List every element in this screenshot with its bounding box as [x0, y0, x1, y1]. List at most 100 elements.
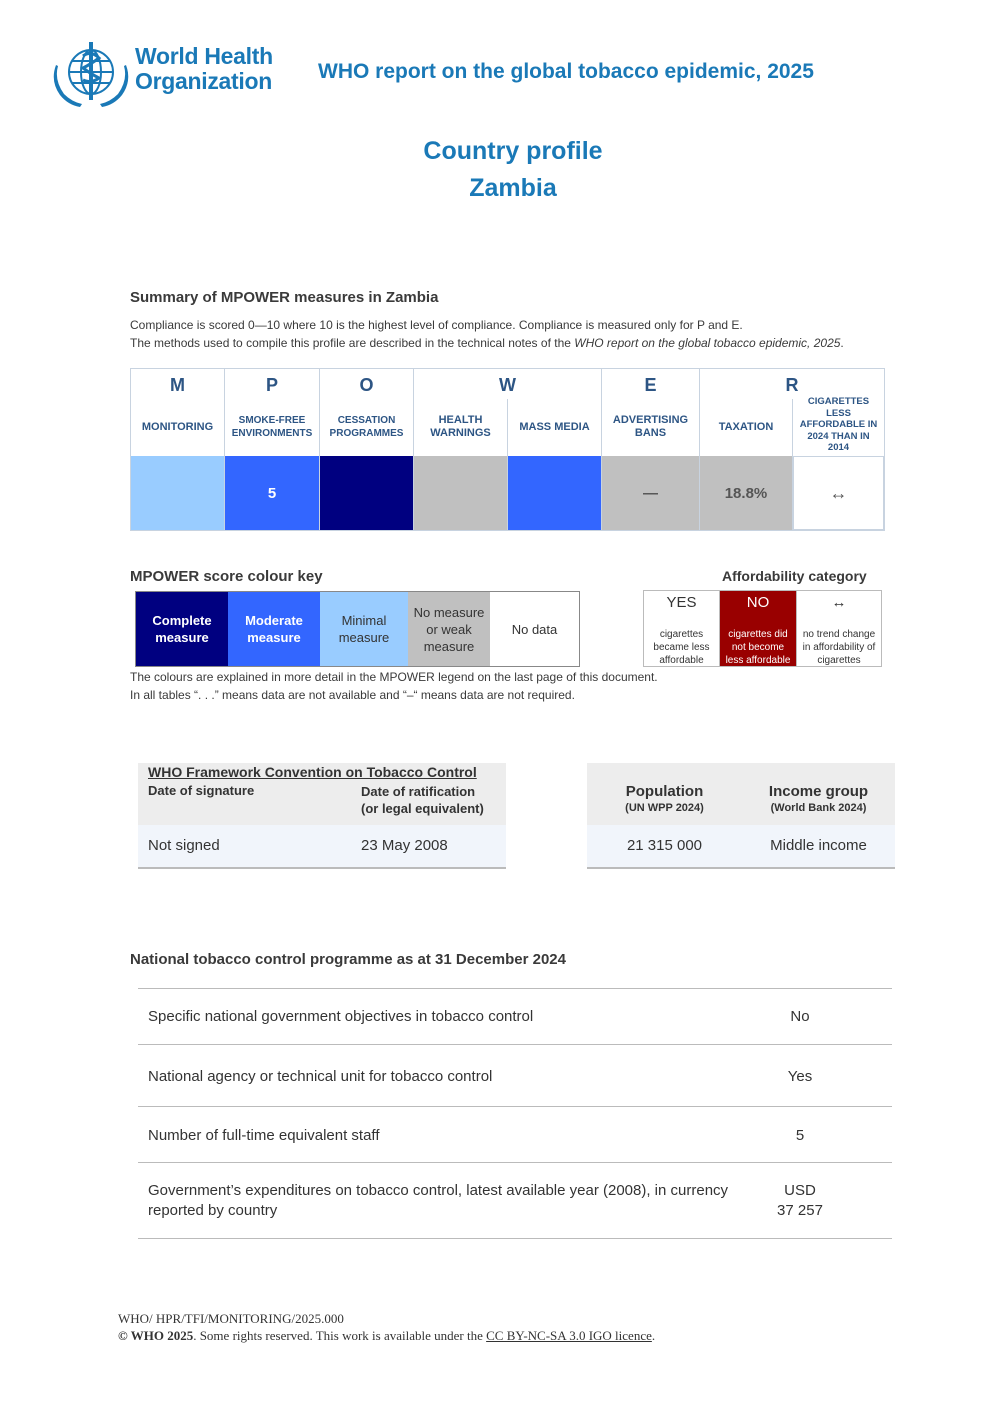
row-value: USD 37 257 — [738, 1181, 862, 1221]
mpower-col-w2: MASS MEDIA — [508, 369, 601, 530]
methods-note-text: The methods used to compile this profile… — [130, 336, 575, 350]
mpower-letter-r: R — [785, 375, 799, 395]
mpower-cell — [508, 456, 601, 530]
fctc-col-ratification-line2: (or legal equivalent) — [361, 801, 484, 816]
divider — [413, 369, 414, 530]
divider — [507, 399, 508, 530]
mpower-col-r2: CIGARETTES LESS AFFORDABLE IN 2024 THAN … — [793, 369, 884, 530]
row-value: Yes — [787, 1068, 813, 1085]
mpower-header: HEALTH WARNINGS — [430, 414, 491, 439]
national-programme-title: National tobacco control programme as at… — [130, 951, 566, 968]
mpower-header: MASS MEDIA — [519, 420, 590, 433]
key-complete: Complete measure — [136, 592, 228, 666]
population-value: 21 315 000 — [626, 837, 703, 854]
who-emblem-icon — [53, 42, 129, 107]
mpower-letter-m: M — [170, 375, 185, 395]
colour-key-title: MPOWER score colour key — [130, 568, 323, 585]
mpower-header: SMOKE-FREE ENVIRONMENTS — [231, 415, 313, 439]
mpower-cell: ↔ — [793, 456, 884, 530]
row-label-line1: Government’s expenditures on tobacco con… — [148, 1182, 729, 1199]
key-moderate: Moderate measure — [228, 592, 320, 666]
fctc-ratification-value: 23 May 2008 — [361, 837, 448, 854]
population-table: Population (UN WPP 2024) Income group (W… — [587, 763, 895, 869]
mpower-cell — [414, 456, 507, 530]
mpower-header: CIGARETTES LESS AFFORDABLE IN 2024 THAN … — [799, 396, 878, 454]
row-label: Government’s expenditures on tobacco con… — [148, 1181, 728, 1221]
aff-no-desc: cigarettes did not become less affordabl… — [725, 629, 791, 666]
methods-note-report: WHO report on the global tobacco epidemi… — [574, 336, 841, 350]
methods-note: The methods used to compile this profile… — [130, 334, 844, 352]
fctc-col-ratification-line1: Date of ratification — [361, 784, 476, 799]
report-title: WHO report on the global tobacco epidemi… — [318, 60, 814, 83]
summary-title: Summary of MPOWER measures in Zambia — [130, 289, 439, 306]
population-col: Population — [625, 783, 704, 800]
key-no-data: No data — [490, 592, 579, 666]
row-label-line2: reported by country — [148, 1202, 278, 1219]
aff-no-head: NO — [746, 594, 770, 611]
mpower-cell: 18.8% — [700, 456, 792, 530]
fctc-signature-value: Not signed — [148, 837, 220, 854]
aff-no-change: ↔ no trend change in affordability of ci… — [797, 591, 881, 666]
who-name-line1: World Health — [135, 43, 273, 69]
affordability-key: YES cigarettes became less affordable NO… — [643, 590, 882, 667]
aff-yes: YES cigarettes became less affordable — [644, 591, 720, 666]
table-row: Specific national government objectives … — [138, 988, 892, 1044]
aff-no-change-head: ↔ — [831, 594, 847, 611]
mpower-col-r: R — [700, 369, 884, 530]
copyright-line: © WHO 2025. Some rights reserved. This w… — [118, 1327, 655, 1344]
document-code: WHO/ HPR/TFI/MONITORING/2025.000 — [118, 1311, 344, 1326]
licence-link[interactable]: CC BY-NC-SA 3.0 IGO licence — [486, 1328, 652, 1343]
table-row: Number of full-time equivalent staff 5 — [138, 1106, 892, 1162]
aff-no-change-desc: no trend change in affordability of ciga… — [802, 629, 876, 666]
divider — [224, 369, 225, 530]
summary-notes: Compliance is scored 0—10 where 10 is th… — [130, 316, 844, 352]
mpower-col-p: P SMOKE-FREE ENVIRONMENTS 5 — [225, 369, 319, 530]
income-value: Middle income — [770, 837, 867, 854]
mpower-col-w: W — [414, 369, 601, 530]
mpower-cell — [131, 456, 224, 530]
fctc-title: WHO Framework Convention on Tobacco Cont… — [148, 764, 477, 780]
mpower-header: ADVERTISING BANS — [612, 414, 689, 439]
who-name-line2: Organization — [135, 68, 272, 94]
income-source: (World Bank 2024) — [770, 802, 867, 814]
mpower-col-w1: HEALTH WARNINGS — [414, 369, 507, 530]
country-name: Zambia — [469, 174, 557, 202]
footer: WHO/ HPR/TFI/MONITORING/2025.000 © WHO 2… — [118, 1310, 655, 1344]
mpower-cell — [320, 456, 413, 530]
mpower-cell: 5 — [225, 456, 319, 530]
divider — [601, 369, 602, 530]
mpower-header: TAXATION — [718, 420, 774, 433]
who-name: World Health Organization — [135, 44, 273, 94]
row-value: No — [790, 1008, 810, 1025]
colour-key: Complete measure Moderate measure Minima… — [135, 591, 580, 667]
mpower-table: M MONITORING P SMOKE-FREE ENVIRONMENTS 5… — [130, 368, 885, 531]
affordability-title: Affordability category — [722, 568, 867, 584]
mpower-col-m: M MONITORING — [131, 369, 224, 530]
mpower-letter-e: E — [644, 375, 657, 395]
population-row: 21 315 000 Middle income — [587, 825, 895, 869]
key-minimal: Minimal measure — [320, 592, 408, 666]
rights-text: . Some rights reserved. This work is ava… — [193, 1328, 487, 1343]
population-source: (UN WPP 2024) — [625, 802, 704, 814]
aff-yes-head: YES — [666, 594, 697, 611]
key-notes: The colours are explained in more detail… — [130, 668, 658, 704]
fctc-col-signature: Date of signature — [148, 783, 255, 798]
compliance-note: Compliance is scored 0—10 where 10 is th… — [130, 318, 743, 332]
fctc-header: WHO Framework Convention on Tobacco Cont… — [138, 763, 506, 825]
row-label: Specific national government objectives … — [148, 1008, 534, 1025]
who-logo — [52, 36, 292, 108]
population-header: Population (UN WPP 2024) Income group (W… — [587, 763, 895, 825]
methods-note-end: . — [840, 336, 844, 350]
divider — [792, 399, 793, 530]
mpower-letter-w: W — [499, 375, 516, 395]
mpower-cell: — — [602, 456, 699, 530]
mpower-letter-p: P — [265, 375, 278, 395]
mpower-letter-o: O — [359, 375, 374, 395]
mpower-col-o: O CESSATION PROGRAMMES — [320, 369, 413, 530]
row-value: 5 — [795, 1127, 805, 1144]
fctc-table: WHO Framework Convention on Tobacco Cont… — [138, 763, 506, 869]
table-row: Government’s expenditures on tobacco con… — [138, 1162, 892, 1239]
colours-note: The colours are explained in more detail… — [130, 670, 658, 684]
mpower-header: MONITORING — [141, 420, 214, 433]
footer-end: . — [651, 1328, 656, 1343]
